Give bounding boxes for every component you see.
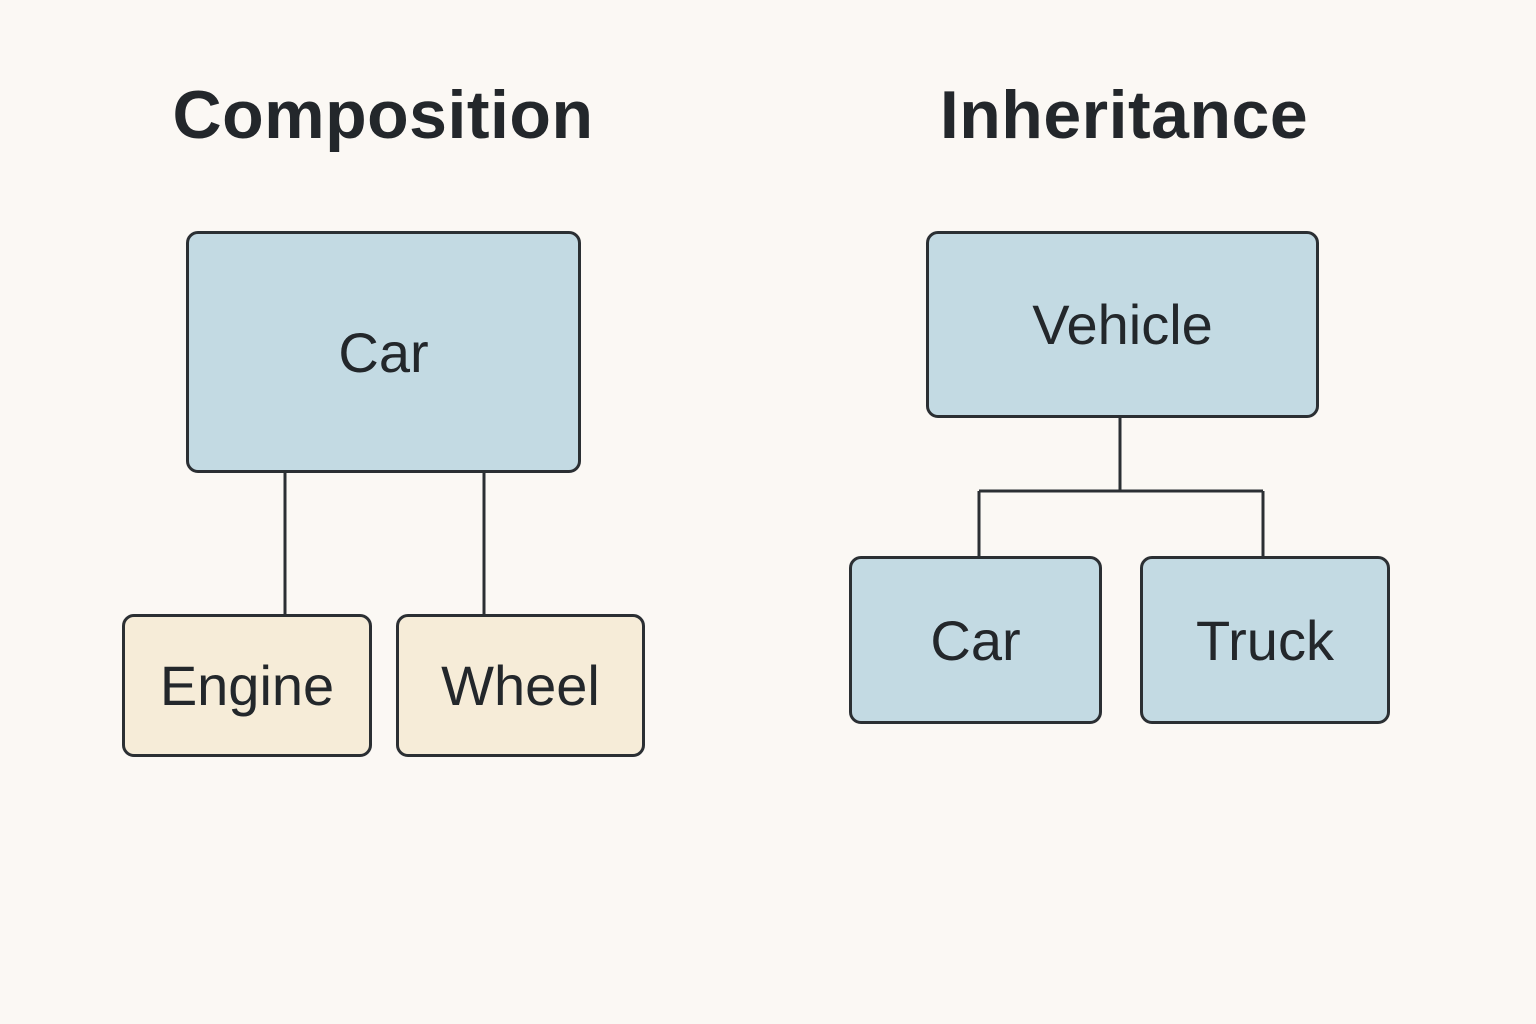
engine-box: Engine	[122, 614, 372, 757]
truck-box: Truck	[1140, 556, 1390, 724]
inheritance-car-box: Car	[849, 556, 1102, 724]
composition-car-label: Car	[338, 320, 429, 384]
wheel-label: Wheel	[441, 654, 600, 717]
inheritance-title: Inheritance	[939, 77, 1309, 153]
vehicle-box: Vehicle	[926, 231, 1319, 418]
wheel-box: Wheel	[396, 614, 645, 757]
inheritance-car-label: Car	[930, 608, 1021, 672]
composition-car-box: Car	[186, 231, 581, 473]
vehicle-label: Vehicle	[1032, 293, 1213, 356]
composition-title: Composition	[172, 77, 594, 153]
truck-label: Truck	[1196, 608, 1334, 672]
engine-label: Engine	[159, 654, 335, 717]
